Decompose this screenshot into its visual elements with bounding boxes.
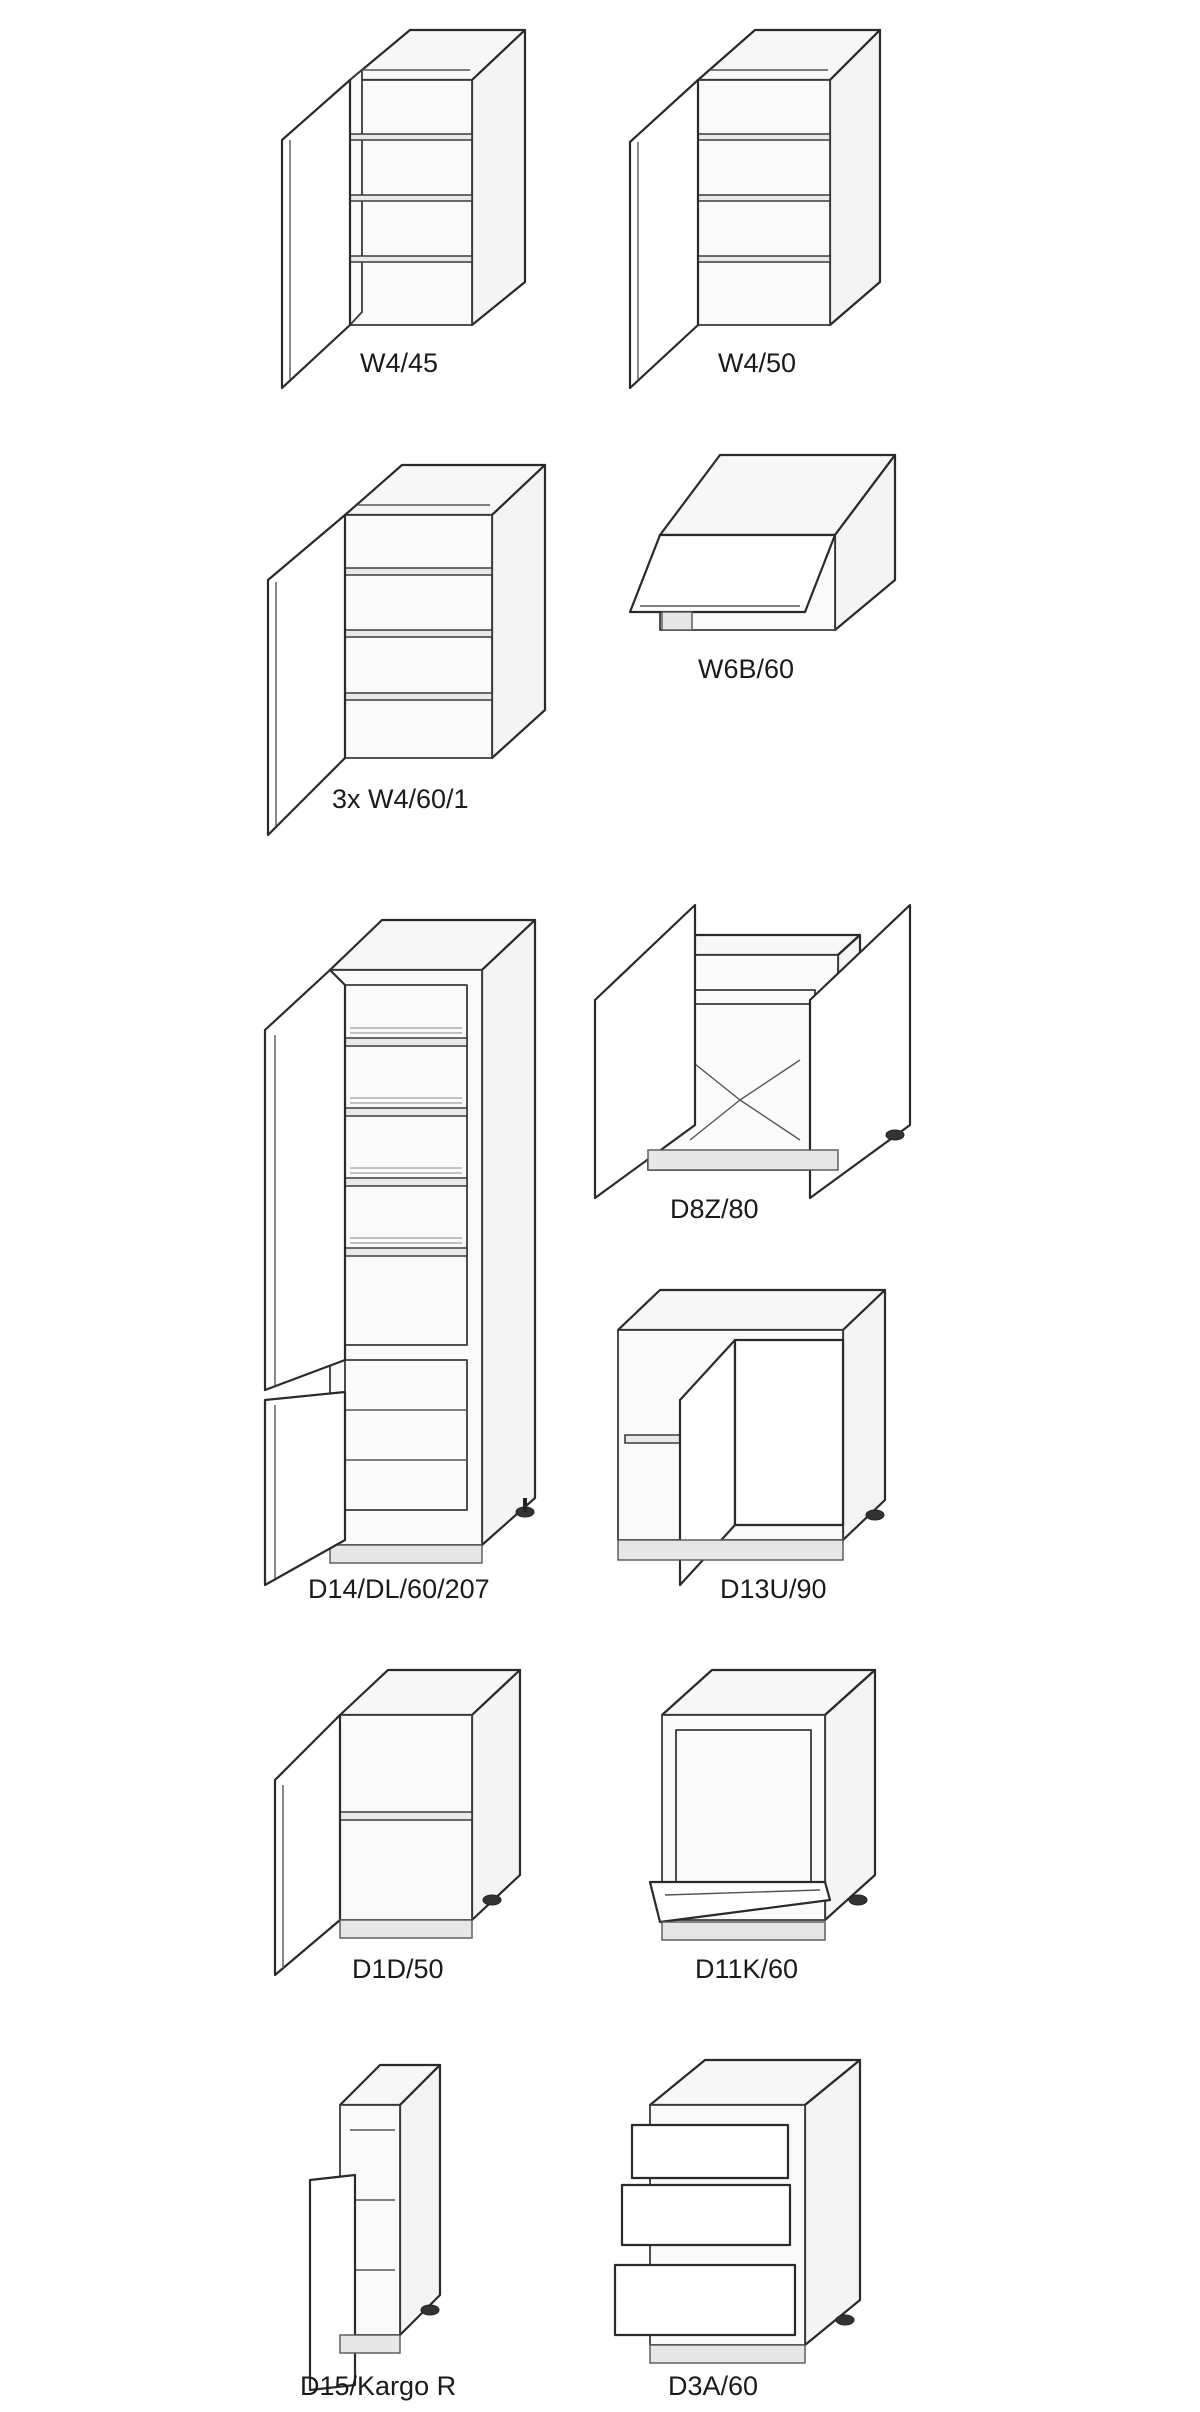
label-d14-dl-60-207: D14/DL/60/207	[308, 1574, 490, 1604]
cabinet-w4-60-1	[266, 463, 547, 837]
label-d3a-60: D3A/60	[668, 2371, 758, 2401]
label-d15-kargo-r: D15/Kargo R	[300, 2371, 456, 2401]
label-w4-60-1: 3x W4/60/1	[332, 784, 469, 814]
cabinet-d11k-60	[648, 1668, 877, 1941]
label-d13u-90: D13U/90	[720, 1574, 827, 1604]
cabinet-d1d-50	[273, 1668, 522, 1977]
cabinet-w4-50	[628, 28, 882, 390]
label-w6b-60: W6B/60	[698, 654, 794, 684]
cabinet-w4-45	[280, 28, 527, 390]
cabinet-d8z-80	[593, 903, 912, 1200]
label-d1d-50: D1D/50	[352, 1954, 444, 1984]
label-d11k-60: D11K/60	[695, 1954, 798, 1984]
label-w4-50: W4/50	[718, 348, 796, 378]
label-w4-45: W4/45	[360, 348, 438, 378]
cabinet-d15-kargo-r	[308, 2063, 442, 2392]
label-d8z-80: D8Z/80	[670, 1194, 759, 1224]
cabinet-d14-dl-60-207	[263, 918, 537, 1587]
wire-shelves	[344, 1027, 468, 1257]
cabinet-w6b-60	[628, 453, 897, 632]
cabinet-d13u-90	[616, 1288, 887, 1587]
cabinet-d3a-60	[613, 2058, 862, 2364]
